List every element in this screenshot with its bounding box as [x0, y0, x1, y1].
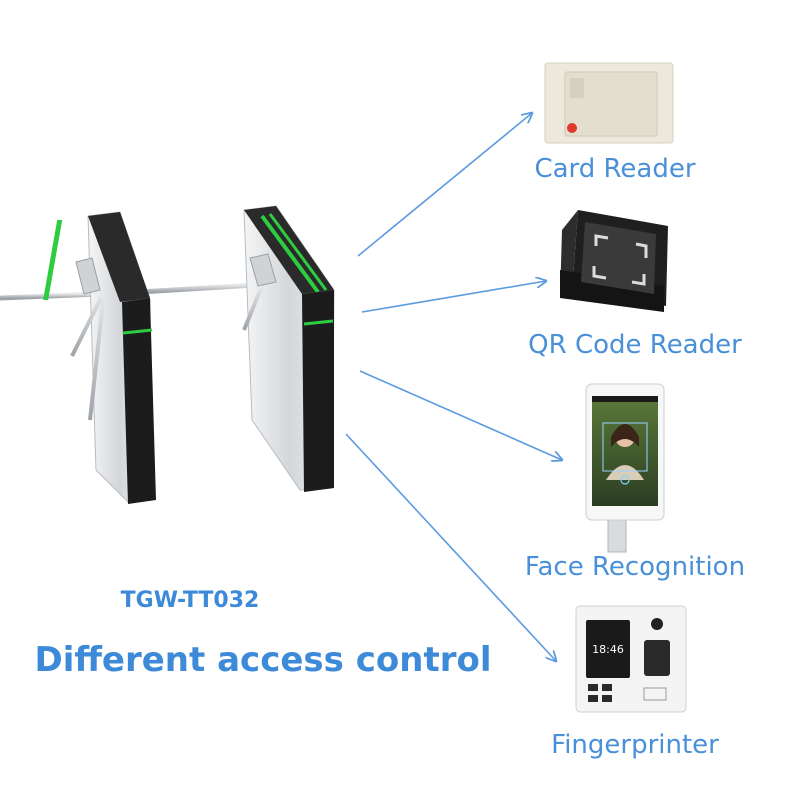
qr-reader-label: QR Code Reader: [528, 330, 742, 360]
indicator-light: [43, 220, 63, 300]
fingerprint-sensor-icon: [644, 640, 670, 676]
arrows: [345, 113, 562, 661]
arrow-to-fingerprinter: [345, 433, 556, 661]
turnstile-cabinet-right: [242, 205, 335, 492]
scan-frame-icon: [594, 234, 609, 246]
status-led-icon: [567, 123, 577, 133]
indicator-light: [303, 319, 334, 326]
headline: Different access control: [34, 640, 492, 680]
turnstile-image: [0, 205, 335, 504]
screen-time: 18:46: [592, 643, 624, 656]
qr-reader-image: [560, 210, 668, 312]
arrow-to-qr-reader: [361, 281, 546, 313]
face-recognition-image: [585, 383, 665, 553]
camera-icon: [651, 618, 663, 630]
fingerprinter-screen: [586, 620, 630, 678]
arrow-to-face-recognition: [359, 370, 562, 460]
face-recognition-label: Face Recognition: [524, 552, 746, 582]
turnstile-cabinet-left: [43, 211, 156, 504]
indicator-light: [268, 213, 328, 291]
check-icon: [620, 475, 630, 485]
fingerprinter-image: 18:46: [575, 605, 687, 713]
arrow-to-card-reader: [357, 113, 532, 257]
indicator-light: [260, 214, 320, 294]
rfid-icon: [643, 687, 667, 701]
model-label: TGW-TT032: [120, 588, 260, 613]
fingerprinter-label: Fingerprinter: [551, 730, 719, 760]
card-reader-label: Card Reader: [534, 154, 696, 184]
indicator-light: [122, 328, 153, 335]
card-reader-image: [544, 62, 674, 144]
